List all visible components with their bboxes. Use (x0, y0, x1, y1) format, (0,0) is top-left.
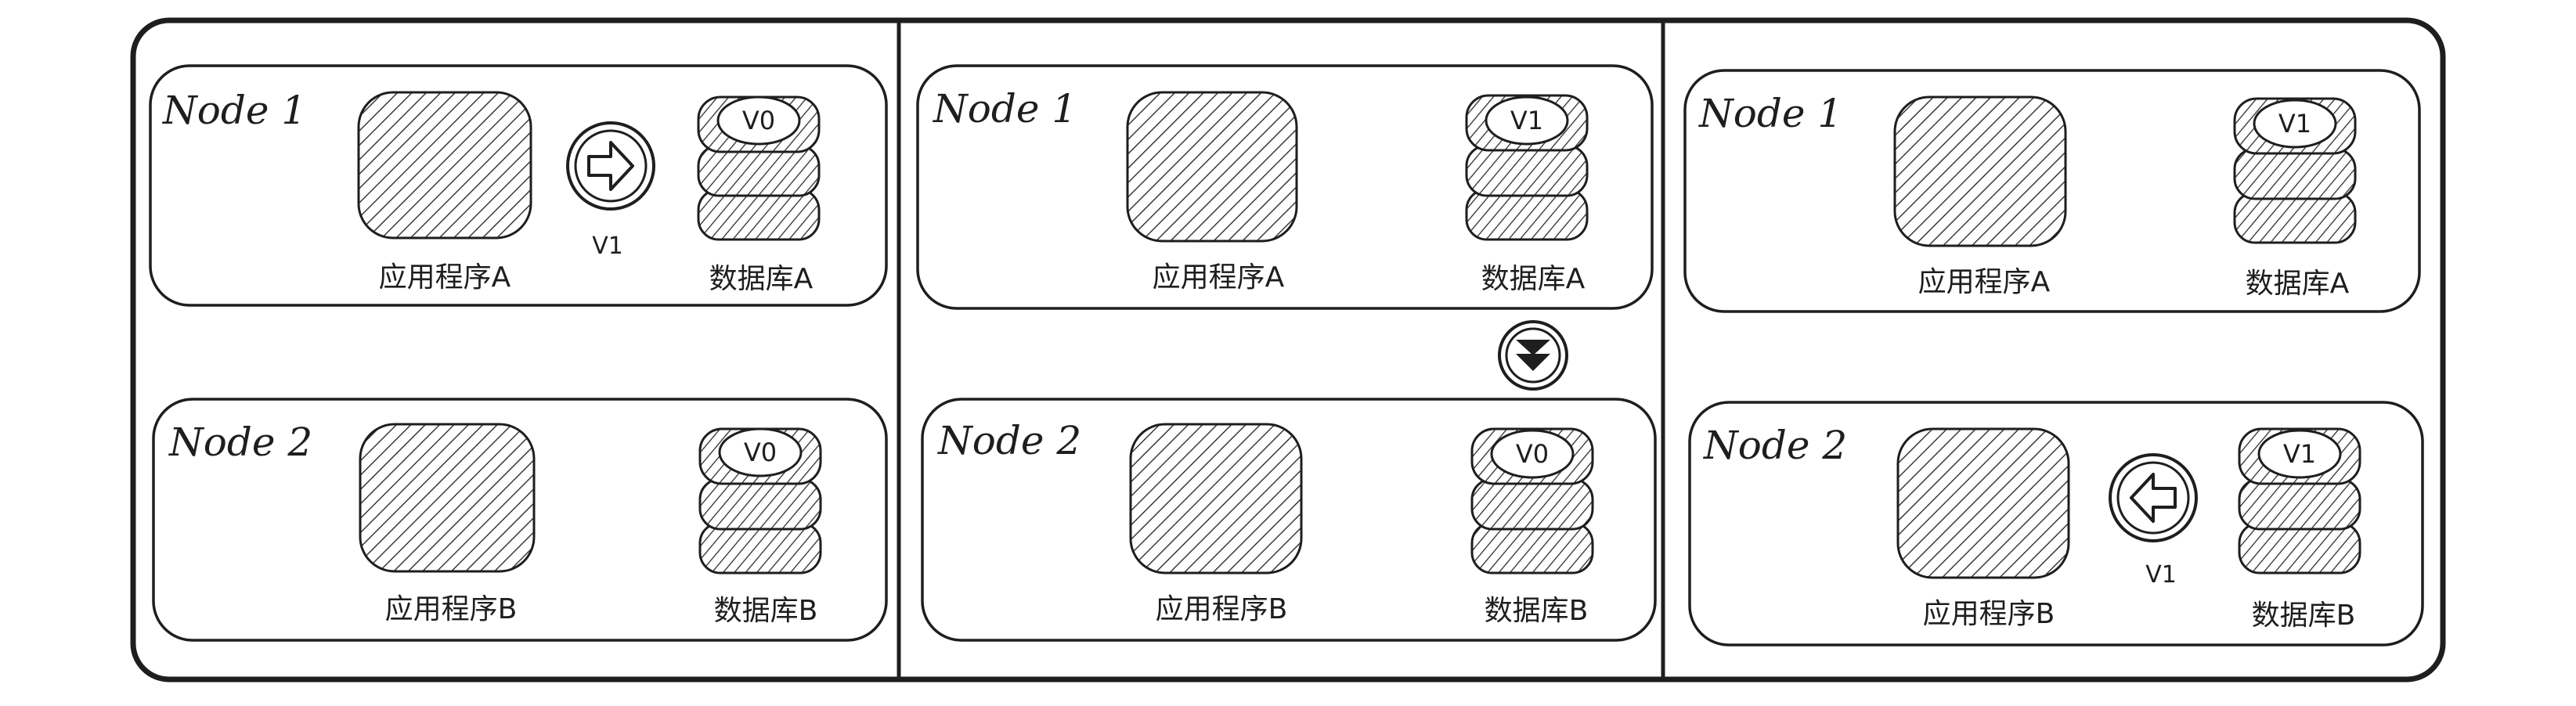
node-2-box: Node 2 应用程序B V0 数据库B (152, 398, 888, 642)
db-label: 数据库B (714, 595, 818, 627)
node-1-box: Node 1 应用程序A V1 数据库A (916, 64, 1654, 310)
app-label: 应用程序A (379, 261, 511, 294)
app-label: 应用程序B (1156, 593, 1288, 625)
application-block-icon (359, 423, 536, 573)
panel-3: Node 1 应用程序A V1 数据库A Node 2 应用程序B (1683, 69, 2424, 647)
db-version: V0 (744, 438, 777, 467)
db-label: 数据库A (709, 263, 814, 295)
db-label: 数据库A (1481, 263, 1586, 295)
db-version: V1 (2283, 439, 2316, 469)
node-label: Node 1 (933, 86, 1077, 131)
arrow-circle-icon (566, 121, 655, 211)
database-stack-icon: V0 (697, 95, 821, 241)
node-1-box: Node 1 应用程序A V1 V0 数据库A (149, 64, 888, 307)
database-stack-icon: V0 (698, 427, 822, 575)
app-label: 应用程序A (1918, 266, 2051, 298)
db-version: V0 (1516, 439, 1549, 469)
node-label: Node 1 (162, 88, 306, 133)
application-block-icon (1893, 95, 2067, 247)
transfer-version: V1 (2145, 561, 2177, 589)
db-label: 数据库B (2252, 600, 2356, 632)
node-label: Node 2 (1703, 423, 1847, 468)
app-label: 应用程序B (385, 593, 518, 625)
database-stack-icon: V1 (2233, 97, 2357, 244)
transfer-version: V1 (592, 232, 623, 260)
outer-frame (130, 17, 2446, 683)
application-block-icon (1126, 91, 1298, 243)
node-1-box: Node 1 应用程序A V1 数据库A (1683, 69, 2421, 313)
panel-1: Node 1 应用程序A V1 V0 数据库A Node (149, 64, 888, 642)
db-version: V0 (742, 106, 775, 135)
app-label: 应用程序B (1923, 598, 2055, 630)
panel-2: Node 1 应用程序A V1 数据库A Node 2 (916, 64, 1657, 642)
node-label: Node 2 (937, 418, 1081, 463)
node-label: Node 2 (168, 420, 312, 465)
node-2-box: Node 2 应用程序B V1 V1 数据库B (1688, 401, 2424, 647)
database-stack-icon: V1 (2238, 427, 2361, 575)
application-block-icon (357, 91, 532, 240)
application-block-icon (1129, 423, 1303, 575)
db-version: V1 (1510, 106, 1543, 135)
database-stack-icon: V1 (1465, 94, 1589, 241)
double-chevron-down-icon (1498, 320, 1568, 391)
db-label: 数据库B (1485, 595, 1589, 627)
db-label: 数据库A (2246, 268, 2350, 300)
arrow-circle-icon (2109, 453, 2198, 542)
db-version: V1 (2278, 109, 2311, 139)
node-label: Node 1 (1698, 91, 1842, 136)
application-block-icon (1896, 427, 2070, 579)
database-stack-icon: V0 (1470, 427, 1594, 575)
node-2-box: Node 2 应用程序B V0 数据库B (921, 398, 1657, 642)
app-label: 应用程序A (1153, 261, 1285, 294)
